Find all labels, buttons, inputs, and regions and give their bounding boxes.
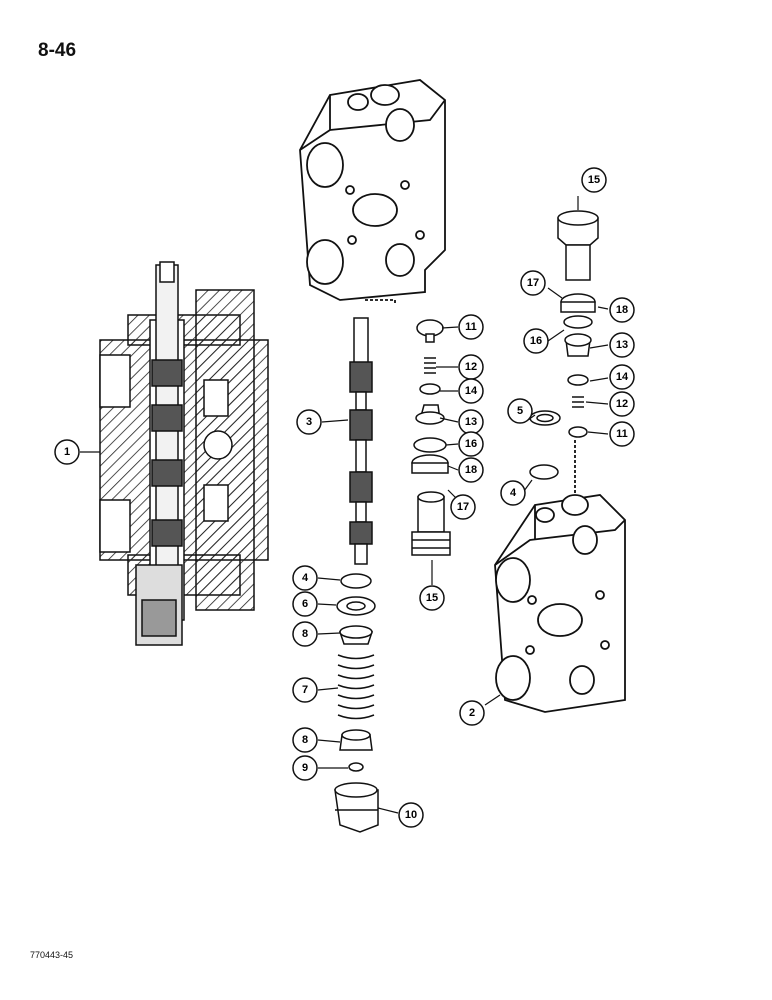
spool-end-parts [334,573,379,833]
svg-text:18: 18 [465,464,477,476]
callout-18: 18 [609,297,635,323]
svg-text:11: 11 [465,321,477,333]
relief-valve-parts-left [411,319,451,556]
callout-4: 4 [292,565,318,591]
callout-11: 11 [609,421,635,447]
callout-11: 11 [458,314,484,340]
callout-5: 5 [507,398,533,424]
svg-text:2: 2 [469,707,475,719]
svg-text:7: 7 [302,684,308,696]
callout-15: 15 [419,585,445,611]
lower-valve-body [494,440,626,713]
svg-text:18: 18 [616,304,628,316]
callout-13: 13 [609,332,635,358]
svg-text:17: 17 [527,277,539,289]
callout-8: 8 [292,727,318,753]
callout-3: 3 [296,409,322,435]
svg-text:15: 15 [426,592,438,604]
callouts: 1 2 3 4 6 8 7 8 9 10 11 12 14 13 16 18 1… [54,167,635,828]
svg-text:9: 9 [302,762,308,774]
callout-2: 2 [459,700,485,726]
svg-text:6: 6 [302,598,308,610]
svg-text:16: 16 [465,438,477,450]
spool [349,317,373,565]
callout-18: 18 [458,457,484,483]
svg-text:1: 1 [64,446,70,458]
callout-17: 17 [520,270,546,296]
svg-text:8: 8 [302,628,308,640]
callout-12: 12 [458,354,484,380]
callout-16: 16 [523,328,549,354]
svg-text:13: 13 [616,339,628,351]
callout-13: 13 [458,409,484,435]
svg-text:15: 15 [588,174,600,186]
svg-text:3: 3 [306,416,312,428]
callout-10: 10 [398,802,424,828]
callout-15: 15 [581,167,607,193]
svg-text:8: 8 [302,734,308,746]
svg-text:11: 11 [616,428,628,440]
svg-text:12: 12 [616,398,628,410]
upper-valve-body [299,79,446,305]
callout-9: 9 [292,755,318,781]
svg-text:17: 17 [457,501,469,513]
svg-text:14: 14 [465,385,478,397]
svg-text:5: 5 [517,405,523,417]
page-number: 8-46 [38,40,77,61]
svg-text:16: 16 [530,335,542,347]
valve-cross-section [99,261,269,646]
callout-17: 17 [450,494,476,520]
svg-text:10: 10 [405,809,417,821]
svg-text:13: 13 [465,416,477,428]
svg-text:14: 14 [616,371,629,383]
relief-valve-parts-right [529,210,599,480]
callout-16: 16 [458,431,484,457]
leader-lines [80,196,609,814]
svg-text:12: 12 [465,361,477,373]
callout-6: 6 [292,591,318,617]
callout-7: 7 [292,677,318,703]
callout-8: 8 [292,621,318,647]
callout-14: 14 [609,364,635,390]
svg-text:4: 4 [510,487,517,499]
callout-12: 12 [609,391,635,417]
callout-4: 4 [500,480,526,506]
callout-1: 1 [54,439,80,465]
svg-text:4: 4 [302,572,309,584]
callout-14: 14 [458,378,484,404]
figure-id: 770443-45 [30,950,74,960]
